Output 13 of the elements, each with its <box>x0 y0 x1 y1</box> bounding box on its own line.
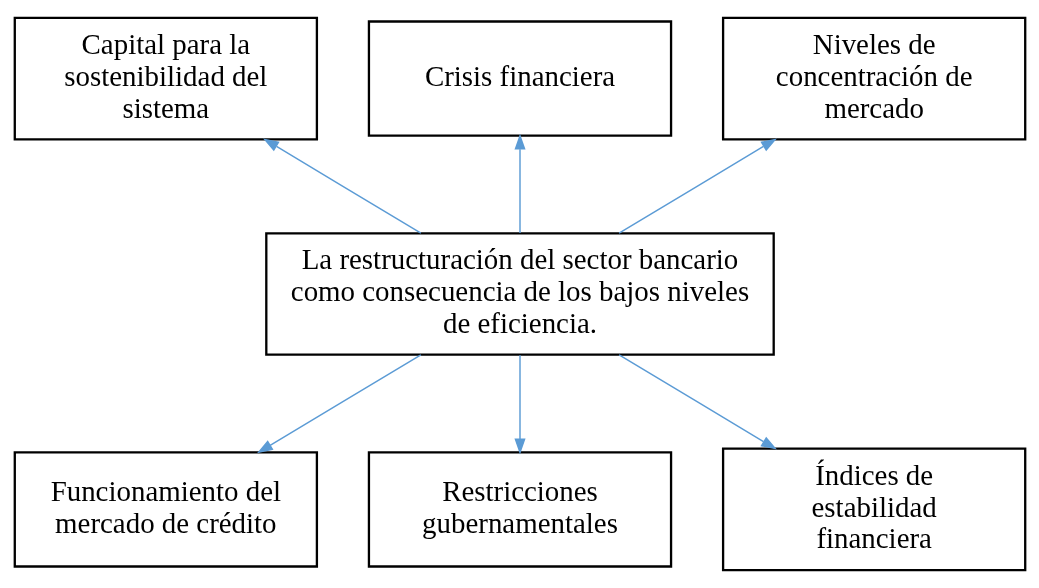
node-box: Funcionamiento del mercado de crédito <box>13 451 318 568</box>
node-box: Capital para la sostenibilidad del sistema <box>13 16 318 141</box>
node-box: Niveles de concentración de mercado <box>721 16 1026 141</box>
node-box: Crisis financiera <box>367 20 672 137</box>
arrow <box>513 354 526 455</box>
node-box: Índices de estabilidad financiera <box>721 447 1026 572</box>
arrow <box>256 354 422 454</box>
arrow <box>617 138 777 234</box>
arrow <box>513 133 526 234</box>
node-box: La restructuración del sector bancario como consecuencia de los bajos niveles de eficiencia. <box>264 232 775 356</box>
arrow <box>617 354 777 450</box>
arrow <box>262 138 422 234</box>
node-box: Restricciones gubernamentales <box>367 451 672 568</box>
